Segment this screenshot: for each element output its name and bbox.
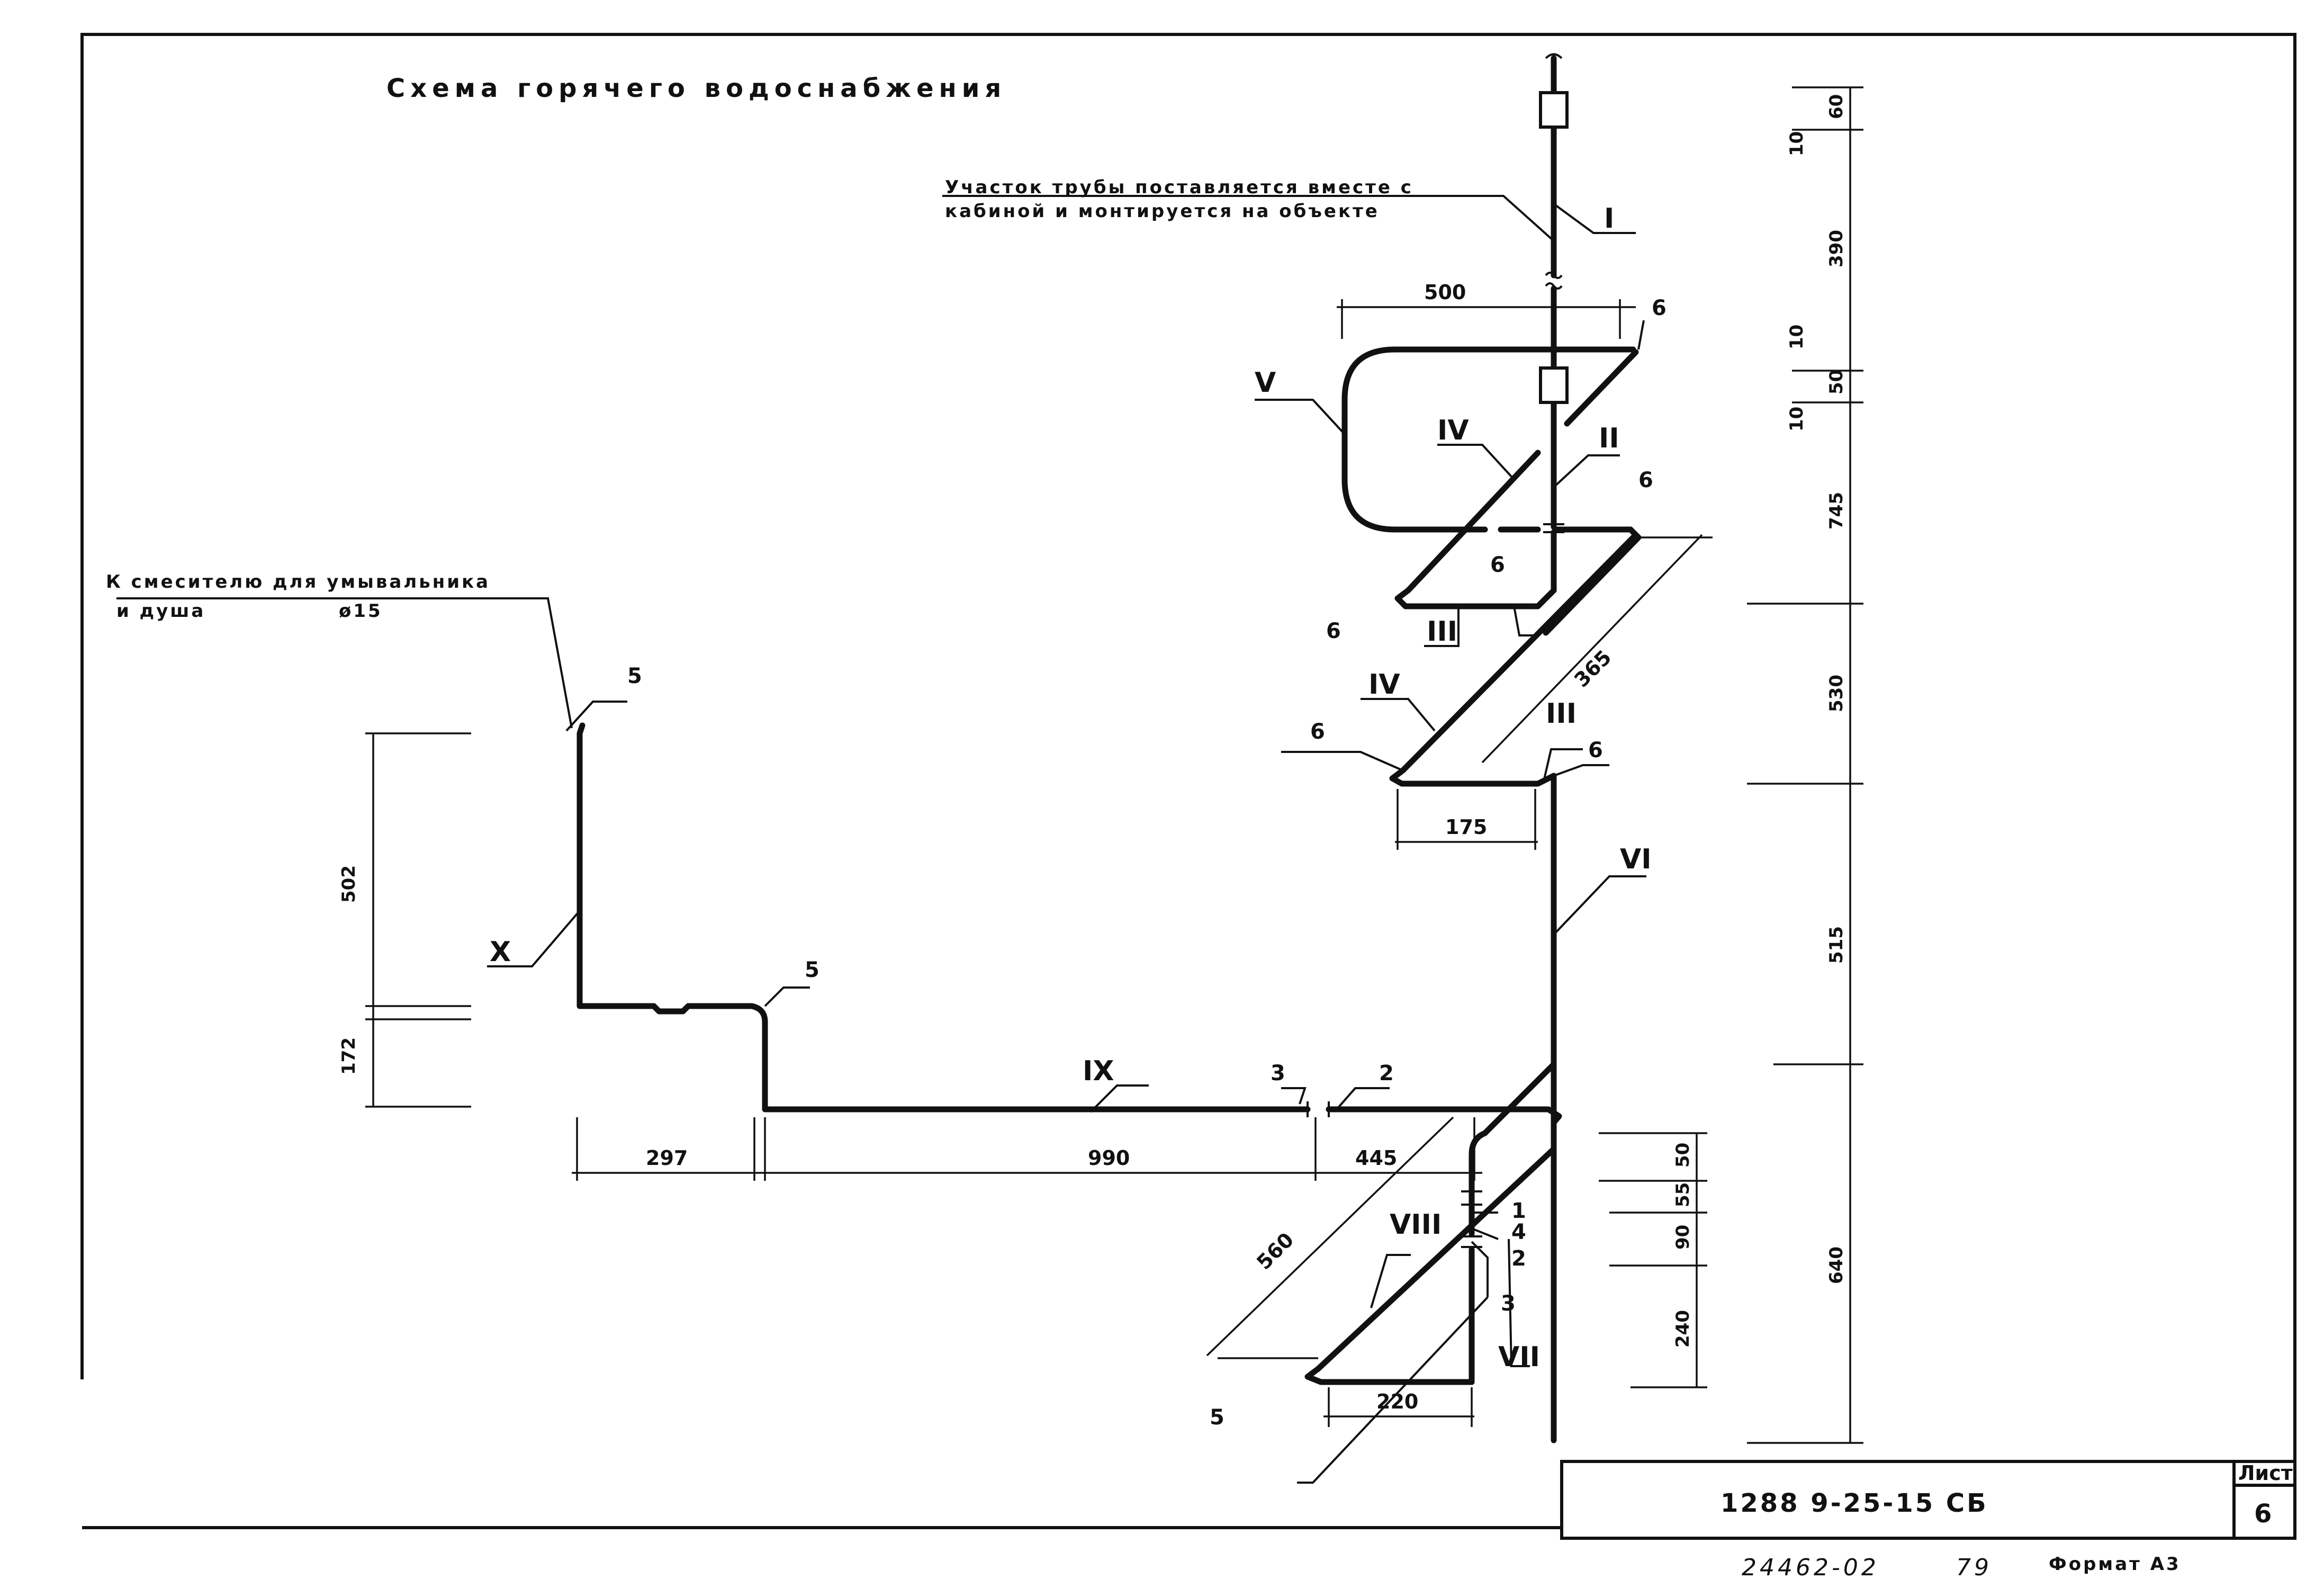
part-3-vii: 3 [1501,1291,1516,1316]
sheet-number: 6 [2254,1499,2274,1529]
part-5-top: 5 [627,664,642,688]
dim-right-640: 640 [1826,1246,1847,1284]
dim-right-60: 60 [1826,94,1847,119]
dim-445: 445 [1355,1146,1397,1170]
dim-right-745: 745 [1826,492,1847,530]
dim-small-55: 55 [1672,1182,1694,1207]
part-1-vii: 1 [1511,1199,1526,1223]
drawing-frame [80,33,2296,1540]
dim-right-50: 50 [1826,370,1847,394]
drawing-title: Схема горячего водоснабжения [386,74,1006,103]
dim-right-515: 515 [1826,926,1847,964]
branch-vii-viii [1304,1061,1557,1385]
dim-right-10b: 10 [1786,325,1807,349]
sequence-number: 79 [1956,1554,1992,1581]
part-6-top: 6 [1652,296,1667,320]
leader-lines [116,195,1646,1484]
supply-note-line-1: Участок трубы поставляется вместе с [945,177,1413,198]
dim-right-530: 530 [1826,675,1847,712]
part-6-right-lower: 6 [1588,738,1603,762]
mixer-note-line-1: К смесителю для умывальника [106,571,490,593]
part-2-vii: 2 [1511,1246,1526,1271]
document-code: 1288 9-25-15 СБ [1721,1488,1988,1518]
dim-small-240: 240 [1672,1310,1694,1348]
section-label-ix: IX [1083,1055,1114,1087]
dim-right-390: 390 [1826,230,1847,267]
part-4-vii: 4 [1511,1220,1526,1244]
mixer-note-diameter: ø15 [339,600,383,622]
sheet-label: Лист [2238,1461,2293,1485]
part-6-left-lower: 6 [1310,720,1325,744]
dimension-lines [365,86,1863,1444]
section-label-iii-upper: III [1427,616,1457,648]
section-iv-upper [1394,349,1639,609]
part-6-mid: 6 [1638,468,1653,492]
section-label-viii: VIII [1390,1209,1442,1241]
dim-small-90: 90 [1672,1225,1694,1250]
dim-175: 175 [1445,815,1487,839]
part-2-ix: 2 [1379,1061,1394,1085]
dim-990: 990 [1088,1146,1130,1170]
supply-note-line-2: кабиной и монтируется на объекте [945,201,1380,222]
section-label-v: V [1255,367,1276,399]
part-5-bottom: 5 [1210,1405,1224,1430]
dim-right-10a: 10 [1786,131,1807,156]
dim-220: 220 [1376,1390,1418,1413]
section-label-i: I [1604,203,1614,235]
section-label-iv-upper: IV [1437,415,1469,446]
section-label-iv-lower: IV [1368,669,1400,701]
riser-pipe [1539,53,1569,594]
section-label-vi: VI [1620,844,1652,875]
branch-ix-x [577,722,1562,1126]
dim-502: 502 [338,865,359,903]
coupling-upper [1539,91,1569,129]
part-6-left-upper: 6 [1326,619,1341,643]
dim-500: 500 [1424,281,1466,304]
dim-small-50: 50 [1672,1143,1694,1168]
dim-297: 297 [646,1146,688,1170]
part-6-iv-upper: 6 [1490,553,1505,577]
dim-right-10c: 10 [1786,407,1807,432]
dim-172: 172 [338,1037,359,1075]
coupling-lower [1539,366,1569,404]
inventory-number: 24462-02 [1742,1554,1879,1581]
sheet-format: Формат А3 [2049,1554,2181,1575]
part-5-mid: 5 [805,958,819,982]
section-label-vii: VII [1498,1341,1540,1373]
part-3-ix: 3 [1271,1061,1285,1085]
section-label-iii-lower: III [1546,698,1577,730]
section-iv-lower [1389,532,1639,1443]
section-label-x: X [490,936,511,968]
mixer-note-line-2: и душа [116,600,205,622]
section-label-ii: II [1599,423,1619,454]
